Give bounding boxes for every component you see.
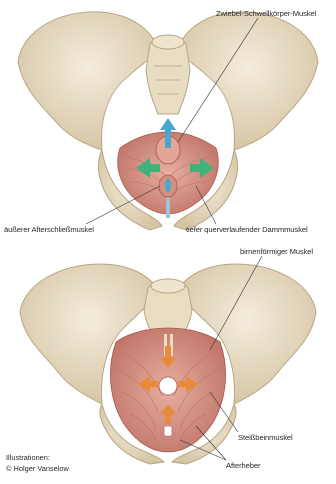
label-piriformis: birnenförmiger Muskel <box>240 248 313 256</box>
label-coccygeus: Steißbeinmuskel <box>238 434 293 442</box>
credit-line-2: © Holger Vanselow <box>6 465 69 472</box>
label-bulbospongiosus: Zwiebel-Schwellkörper-Muskel <box>216 10 316 18</box>
label-deep-transverse-perineal: tiefer querverlaufender Dammmuskel <box>186 226 308 234</box>
credit-line-1: Illustrationen: <box>6 454 50 461</box>
top-pelvis <box>18 12 318 230</box>
top-left-iliac-wing <box>18 12 158 150</box>
label-external-anal-sphincter: äußerer Afterschließmuskel <box>4 226 94 234</box>
label-levator-ani: Afterheber <box>226 462 260 470</box>
top-right-iliac-wing <box>178 12 318 150</box>
bottom-central-opening <box>159 377 177 395</box>
